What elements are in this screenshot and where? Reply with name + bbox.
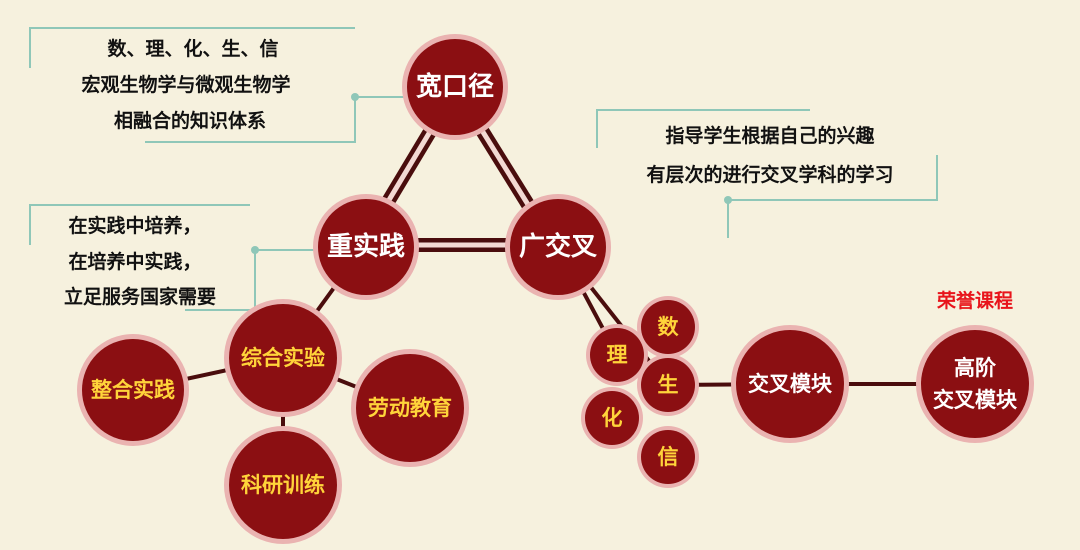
node-zong-he-shi-yan: 综合实验 <box>224 299 342 417</box>
callout-kuan-kou-jing-lower <box>145 96 420 143</box>
callout-kuan-kou-jing <box>29 27 355 68</box>
label-ke-yan-xun-lian: 科研训练 <box>241 473 325 497</box>
node-li: 理 <box>586 324 648 386</box>
label-zong-he-shi-yan: 综合实验 <box>241 346 325 370</box>
node-ke-yan-xun-lian: 科研训练 <box>224 426 342 544</box>
callout-zhong-shi-jian-lower <box>185 249 318 311</box>
label-guang-jiao-cha: 广交叉 <box>519 231 597 262</box>
honor-course-label: 荣誉课程 <box>936 289 1013 312</box>
label-xin: 信 <box>658 445 679 469</box>
note-kuan-kou-jing: 数、理、化、生、信 宏观生物学与微观生物学 相融合的知识体系 <box>81 37 290 132</box>
label-hua: 化 <box>602 406 623 430</box>
callout-guang-jiao-cha <box>596 109 810 148</box>
node-xin: 信 <box>637 426 699 488</box>
note-gjc-line2: 有层次的进行交叉学科的学习 <box>646 163 893 186</box>
label-zhong-shi-jian: 重实践 <box>327 231 405 262</box>
label-zheng-he-shi-jian: 整合实践 <box>91 378 175 402</box>
label-kuan-kou-jing: 宽口径 <box>416 71 494 102</box>
label-shu: 数 <box>658 315 680 339</box>
node-kuan-kou-jing: 宽口径 <box>402 34 508 140</box>
node-zhong-shi-jian: 重实践 <box>313 194 419 300</box>
callout-lines <box>29 27 938 311</box>
note-zsj-line1: 在实践中培养， <box>68 214 201 237</box>
node-lao-dong-jiao-yu: 劳动教育 <box>351 349 469 467</box>
callout-dot-kuan-kou-jing <box>351 93 359 101</box>
node-sheng: 生 <box>637 354 699 416</box>
label-gao-jie-jiao-cha-mo-kuai: 交叉模块 <box>933 388 1018 412</box>
note-kkj-line1: 数、理、化、生、信 <box>107 37 278 60</box>
note-zhong-shi-jian: 在实践中培养， 在培养中实践， 立足服务国家需要 <box>64 214 216 308</box>
callout-zhong-shi-jian <box>29 204 250 245</box>
note-guang-jiao-cha: 指导学生根据自己的兴趣 有层次的进行交叉学科的学习 <box>646 124 893 186</box>
note-zsj-line2: 在培养中实践， <box>68 250 201 273</box>
label-li: 理 <box>607 343 628 367</box>
callout-dot-guang-jiao-cha <box>724 196 732 204</box>
node-zheng-he-shi-jian: 整合实践 <box>77 334 189 446</box>
node-jiao-cha-mo-kuai: 交叉模块 <box>731 325 849 443</box>
note-kkj-line3: 相融合的知识体系 <box>114 109 266 132</box>
note-zsj-line3: 立足服务国家需要 <box>64 285 216 308</box>
callout-guang-jiao-cha-lower <box>727 155 938 238</box>
callout-dot-zhong-shi-jian <box>251 246 259 254</box>
label-sheng: 生 <box>658 373 679 397</box>
note-kkj-line2: 宏观生物学与微观生物学 <box>81 73 290 96</box>
note-gjc-line1: 指导学生根据自己的兴趣 <box>665 124 875 147</box>
node-gao-jie-jiao-cha-mo-kuai: 高阶 交叉模块 <box>916 325 1034 443</box>
node-guang-jiao-cha: 广交叉 <box>505 194 611 300</box>
node-hua: 化 <box>581 387 643 449</box>
node-shu: 数 <box>637 296 699 358</box>
label-lao-dong-jiao-yu: 劳动教育 <box>368 396 452 420</box>
label-gao-jie: 高阶 <box>954 356 997 380</box>
label-jiao-cha-mo-kuai: 交叉模块 <box>748 372 833 396</box>
